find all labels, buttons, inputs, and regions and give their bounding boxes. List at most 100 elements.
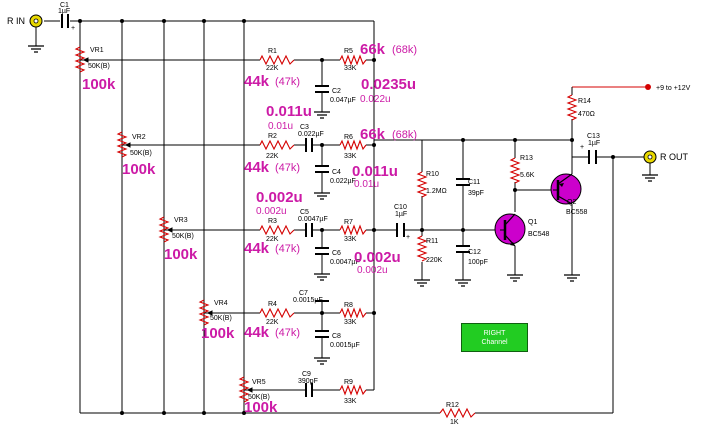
q1-label: Q1 — [528, 219, 537, 226]
transistor-q2 — [550, 173, 582, 205]
r14-label: R14 — [578, 98, 591, 105]
c1-value: 1µF — [58, 8, 70, 15]
capacitor-c10: + — [396, 223, 410, 241]
r11-value: 220K — [426, 257, 443, 264]
r13-value: 5.6K — [520, 172, 535, 179]
output-connector — [643, 150, 657, 164]
channel-label-box: RIGHT Channel — [461, 323, 528, 352]
wires — [35, 20, 651, 414]
vr5-label: VR5 — [252, 379, 266, 386]
c6-value: 0.0047µF — [330, 259, 360, 266]
q2-value: BC558 — [566, 209, 588, 216]
capacitor-c12 — [456, 245, 470, 253]
vr3-label: VR3 — [174, 217, 188, 224]
c4-annotation: 0.011u — [352, 163, 398, 180]
capacitor-c11 — [456, 178, 470, 186]
r-in-label: R IN — [7, 16, 25, 26]
q1-value: BC548 — [528, 231, 550, 238]
r8-label: R8 — [344, 302, 353, 309]
supply-terminal — [645, 84, 651, 90]
capacitor-c4 — [315, 165, 329, 173]
r7-label: R7 — [344, 219, 353, 226]
r11-label: R11 — [426, 238, 438, 245]
c2-old-annotation: 0.022u — [360, 94, 391, 105]
c13-label: C13 — [587, 133, 600, 140]
vr2-value: 50K(B) — [130, 150, 152, 157]
capacitor-c1: + — [60, 14, 75, 32]
c9-value: 390pF — [298, 378, 318, 385]
capacitor-c2 — [315, 85, 329, 93]
r4-old-annotation: (47k) — [275, 327, 300, 339]
vr4-annotation: 100k — [201, 325, 235, 342]
vr5-annotation: 100k — [244, 399, 278, 416]
c5-label: C5 — [300, 209, 309, 216]
r6-old-annotation: (68k) — [392, 129, 417, 141]
capacitor-c6 — [315, 247, 329, 255]
r2-label: R2 — [268, 133, 277, 140]
supply-label: +9 to +12V — [656, 85, 691, 92]
junction-dots — [78, 19, 615, 415]
vr2-annotation: 100k — [122, 161, 156, 178]
r2-value: 22K — [266, 153, 279, 160]
capacitor-c9 — [305, 383, 313, 397]
svg-text:+: + — [580, 144, 584, 151]
c7-value: 0.0015µF — [293, 297, 323, 304]
r12-label: R12 — [446, 402, 459, 409]
c3-annotation: 0.011u — [266, 103, 312, 120]
c2-annotation: 0.0235u — [361, 76, 416, 93]
input-connector — [29, 14, 43, 28]
r10-label: R10 — [426, 171, 439, 178]
c3-old-annotation: 0.01u — [268, 121, 293, 132]
r5-label: R5 — [344, 48, 353, 55]
resistors-vertical — [74, 46, 578, 403]
vr5-value: 50K(B) — [248, 394, 270, 401]
channel-label-line1: RIGHT — [483, 330, 506, 337]
r3-value: 22K — [266, 236, 279, 243]
vr4-value: 50K(B) — [210, 315, 232, 322]
r6-label: R6 — [344, 134, 353, 141]
capacitor-c8 — [315, 330, 329, 338]
r1-annotation: 44k — [244, 73, 270, 90]
c12-value: 100pF — [468, 259, 488, 266]
c4-value: 0.022µF — [330, 178, 356, 185]
c8-label: C8 — [332, 333, 341, 340]
r12-value: 1K — [450, 419, 459, 425]
r13-label: R13 — [520, 155, 533, 162]
r6-value: 33K — [344, 153, 357, 160]
ground-symbols — [28, 45, 658, 365]
c12-label: C12 — [468, 249, 481, 256]
svg-text:+: + — [406, 234, 410, 241]
vr3-value: 50K(B) — [172, 233, 194, 240]
capacitor-c5 — [305, 223, 313, 237]
c7-label: C7 — [299, 290, 308, 297]
c10-label: C10 — [394, 204, 407, 211]
r8-value: 33K — [344, 319, 357, 326]
vr2-label: VR2 — [132, 134, 146, 141]
r2-old-annotation: (47k) — [275, 162, 300, 174]
c13-value: 1µF — [588, 140, 600, 147]
r2-annotation: 44k — [244, 159, 270, 176]
c3-label: C3 — [300, 124, 309, 131]
c11-label: C11 — [468, 179, 480, 186]
resistors-horizontal — [259, 54, 476, 419]
r3-old-annotation: (47k) — [275, 243, 300, 255]
capacitor-c13: + — [580, 144, 597, 164]
c5-old-annotation: 0.002u — [256, 206, 287, 217]
vr1-annotation: 100k — [82, 76, 116, 93]
channel-label-line2: Channel — [481, 339, 508, 346]
r5-old-annotation: (68k) — [392, 44, 417, 56]
c2-value: 0.047µF — [330, 97, 356, 104]
vr3-annotation: 100k — [164, 246, 198, 263]
vr4-label: VR4 — [214, 300, 228, 307]
r4-value: 22K — [266, 319, 279, 326]
capacitor-c3 — [305, 138, 313, 152]
c2-label: C2 — [332, 88, 341, 95]
c6-label: C6 — [332, 250, 341, 257]
c8-value: 0.0015µF — [330, 342, 360, 349]
c4-old-annotation: 0.01u — [354, 179, 379, 190]
transistor-q1 — [494, 213, 526, 247]
r1-label: R1 — [268, 48, 277, 55]
r-out-label: R OUT — [660, 152, 689, 162]
svg-text:+: + — [71, 25, 75, 32]
